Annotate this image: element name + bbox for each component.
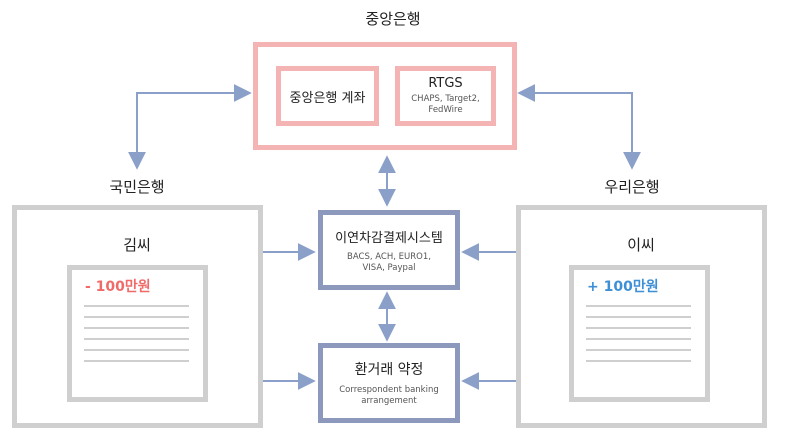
right-ledger-line [586,316,691,318]
left-ledger [67,265,208,402]
netting-system-detail-1: BACS, ACH, EURO1, [347,251,431,262]
left-account-holder: 김씨 [123,236,151,254]
rtgs-detail-1: CHAPS, Target2, [411,94,480,104]
left-ledger-line [84,349,189,351]
netting-system-title: 이연차감결제시스템 [335,230,443,246]
right-ledger-line [586,327,691,329]
rtgs-detail-2: FedWire [428,105,463,115]
right-ledger-line [586,360,691,362]
central-bank-account-box: 중앙은행 계좌 [276,66,379,126]
right-ledger-line [586,349,691,351]
rtgs-box: RTGS CHAPS, Target2, FedWire [395,66,496,126]
right-ledger-line [586,305,691,307]
correspondent-detail-1: Correspondent banking [339,385,439,395]
right-ledger-line [586,338,691,340]
arrow-right-bank-central [517,84,641,170]
correspondent-title: 환거래 약정 [354,362,424,378]
correspondent-detail-2: arrangement [361,396,417,406]
left-ledger-line [84,305,189,307]
netting-system-detail-2: VISA, Paypal [362,262,416,273]
right-account-holder: 이씨 [627,236,655,254]
left-amount: - 100만원 [85,279,151,295]
left-ledger-line [84,338,189,340]
correspondent-box: 환거래 약정 Correspondent banking arrangement [318,343,460,423]
netting-system-box: 이연차감결제시스템 BACS, ACH, EURO1, VISA, Paypal [318,210,460,290]
right-amount: + 100만원 [587,279,659,295]
left-ledger-line [84,360,189,362]
left-ledger-line [84,316,189,318]
left-ledger-line [84,327,189,329]
right-bank-name: 우리은행 [604,178,660,196]
central-bank-title: 중앙은행 [365,10,421,28]
rtgs-title: RTGS [428,76,463,91]
right-ledger [569,265,710,402]
arrow-left-bank-central [128,84,252,170]
central-bank-account-label: 중앙은행 계좌 [289,90,366,106]
left-bank-name: 국민은행 [109,178,165,196]
